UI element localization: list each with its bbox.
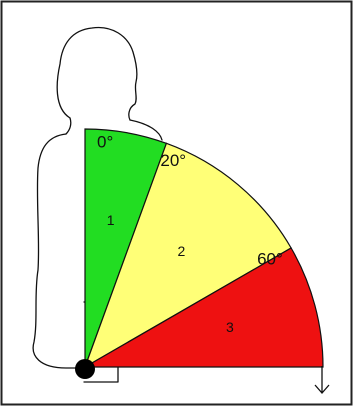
angle-label-60: 60° [257, 249, 283, 268]
pivot-point [75, 359, 95, 379]
angle-label-20: 20° [160, 151, 186, 170]
zone-label-3: 3 [226, 319, 234, 335]
zone-label-1: 1 [107, 212, 115, 228]
angle-label-0: 0° [97, 132, 113, 151]
zone-label-2: 2 [178, 243, 186, 259]
